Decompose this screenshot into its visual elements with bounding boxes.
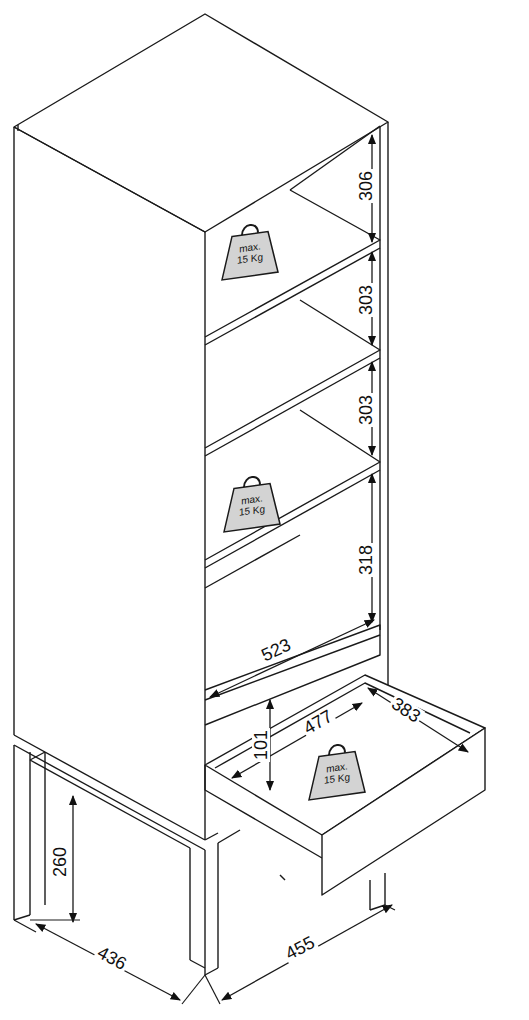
dimension-label: 260 <box>51 845 69 879</box>
weight-icon: max. 15 Kg <box>218 214 282 283</box>
dimension-label: 455 <box>281 932 320 964</box>
dimension-label: 306 <box>357 169 375 203</box>
dimension-label: 303 <box>357 283 375 317</box>
dimension-label: 303 <box>357 393 375 427</box>
weight-icon: max. 15 Kg <box>220 466 284 535</box>
weight-icon: max. 15 Kg <box>305 734 369 803</box>
dimension-label: 436 <box>93 942 132 974</box>
dimension-label: 318 <box>357 543 375 577</box>
dimension-label: 523 <box>257 635 295 666</box>
dimension-label: 101 <box>252 728 270 762</box>
